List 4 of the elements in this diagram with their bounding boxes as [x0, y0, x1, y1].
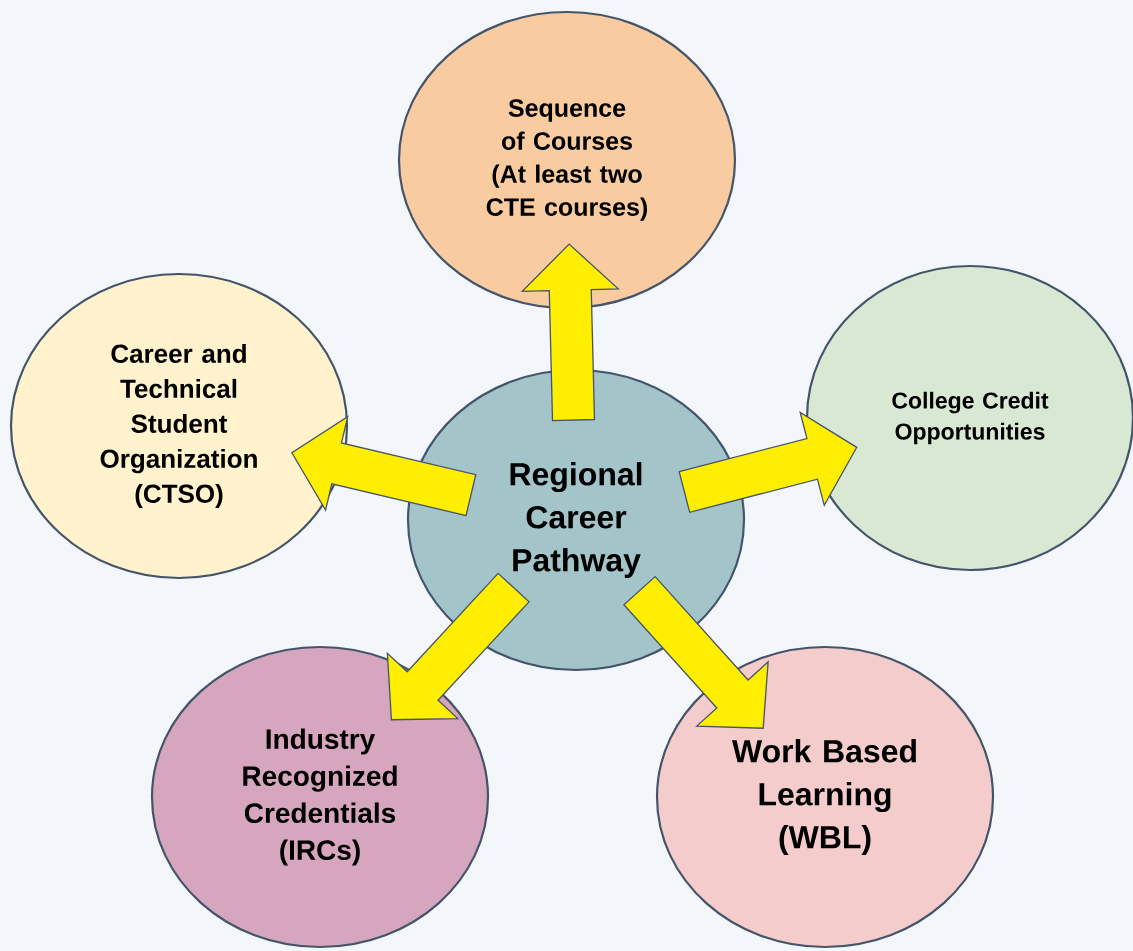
- block-arrow: [623, 575, 769, 729]
- block-arrow: [291, 415, 477, 517]
- block-arrow: [520, 243, 620, 422]
- block-arrow: [386, 572, 530, 721]
